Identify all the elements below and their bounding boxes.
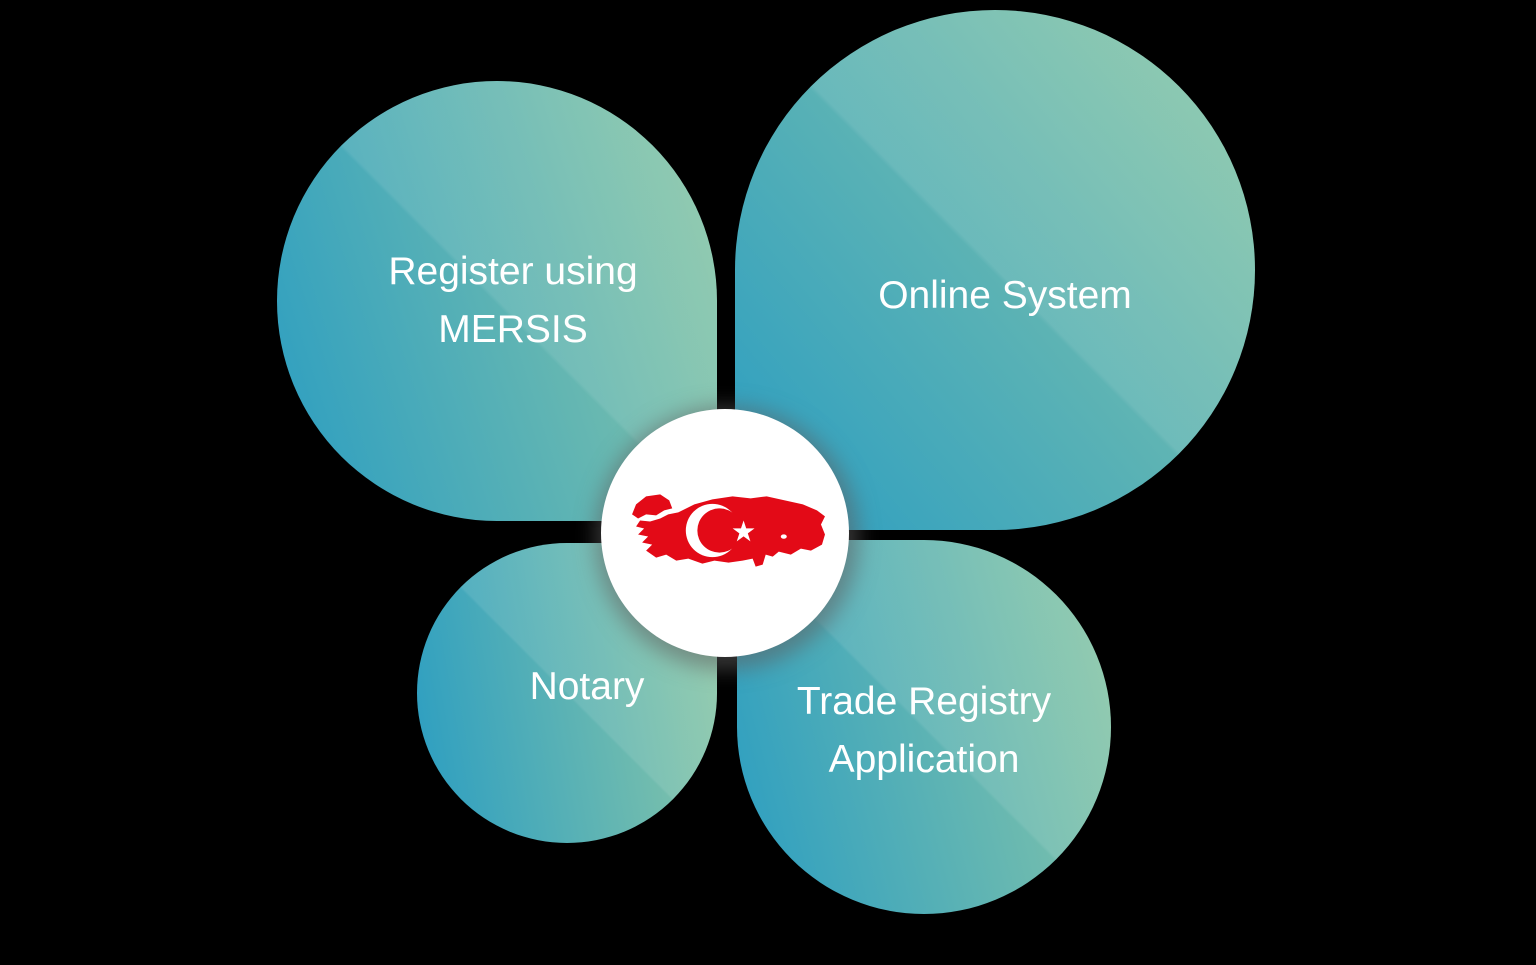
petal-register-using-mersis: Register using MERSIS: [277, 81, 717, 521]
petal-label-line: MERSIS: [438, 308, 588, 351]
petal-label-line: Online System: [878, 273, 1132, 317]
petal-label-line: Application: [828, 738, 1020, 781]
petal-online-system: Online System: [735, 10, 1255, 530]
petal-label-line: Register using: [388, 249, 638, 293]
petal-label-line: Trade Registry: [796, 679, 1052, 723]
turkey-map-flag-icon: [632, 493, 825, 567]
petal-label: Notary: [530, 658, 645, 717]
center-circle: [601, 409, 849, 657]
petal-label-line: Notary: [529, 664, 645, 708]
petal-label: Register using MERSIS: [388, 243, 637, 360]
petal-label: Online System: [878, 267, 1132, 326]
petal-label: Trade Registry Application: [797, 673, 1051, 790]
